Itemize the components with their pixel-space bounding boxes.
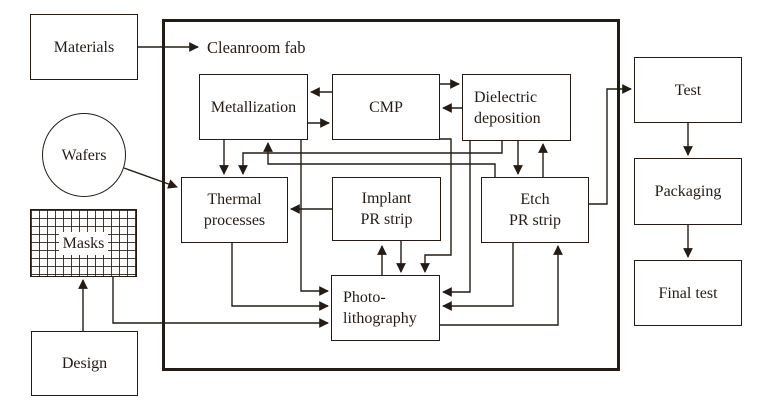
node-photolithography-label: Photo- lithography — [343, 289, 417, 327]
node-implant-pr-strip-label: Implant PR strip — [360, 190, 413, 228]
node-cmp: CMP — [332, 74, 440, 140]
node-wafers: Wafers — [42, 113, 126, 197]
node-materials: Materials — [30, 14, 138, 80]
node-packaging: Packaging — [634, 158, 742, 225]
node-test-label: Test — [674, 81, 702, 99]
node-wafers-label: Wafers — [61, 146, 107, 164]
node-masks: Masks — [30, 209, 137, 277]
node-thermal-processes-label: Thermal processes — [203, 191, 266, 229]
node-materials-label: Materials — [53, 38, 115, 56]
cleanroom-label: Cleanroom fab — [207, 38, 306, 57]
node-metallization: Metallization — [199, 74, 308, 140]
node-design: Design — [31, 331, 138, 396]
node-thermal-processes: Thermal processes — [181, 177, 288, 243]
node-cmp-label: CMP — [369, 98, 403, 116]
node-masks-label: Masks — [58, 231, 109, 255]
node-metallization-label: Metallization — [210, 98, 297, 116]
node-photolithography: Photo- lithography — [331, 275, 440, 341]
node-design-label: Design — [61, 355, 108, 372]
node-test: Test — [634, 57, 742, 123]
node-packaging-label: Packaging — [654, 183, 722, 200]
node-dielectric-deposition-label: Dielectric deposition — [474, 88, 541, 127]
node-etch-pr-strip: Etch PR strip — [481, 177, 589, 243]
node-implant-pr-strip: Implant PR strip — [332, 177, 441, 241]
node-dielectric-deposition: Dielectric deposition — [462, 74, 571, 141]
node-etch-pr-strip-label: Etch PR strip — [508, 191, 561, 229]
node-final-test: Final test — [634, 260, 742, 326]
node-final-test-label: Final test — [658, 284, 718, 302]
